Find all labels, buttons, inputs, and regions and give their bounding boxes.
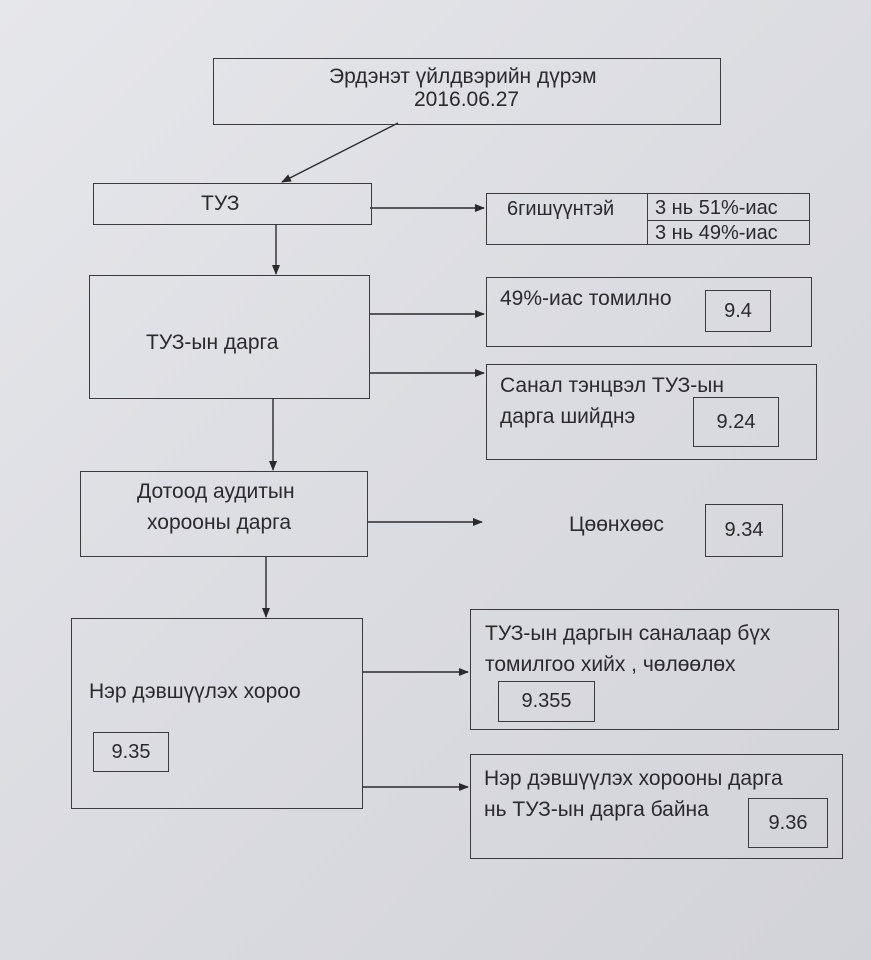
charter-box: Эрдэнэт үйлдвэрийн дүрэм 2016.06.27 (213, 58, 721, 125)
appointments-line1: ТУЗ-ын даргын саналаар бүх (485, 622, 771, 645)
committee-chair-ref: 9.36 (748, 798, 828, 848)
composition-divider-vertical (647, 194, 649, 244)
appointments-line2: томилгоо хийх , чөлөөлөх (485, 653, 736, 676)
board-composition-table: 6гишүүнтэй 3 нь 51%-иас 3 нь 49%-иас (486, 193, 810, 245)
nomination-ref: 9.35 (93, 732, 169, 772)
tievote-box: Санал тэнцвэл ТУЗ-ын дарга шийднэ 9.24 (486, 364, 817, 460)
tievote-ref: 9.24 (693, 397, 779, 447)
board-label: ТУЗ (201, 192, 240, 215)
composition-divider-horizontal (647, 220, 809, 222)
chairman-box: ТУЗ-ын дарга (89, 275, 370, 399)
committee-chair-box: Нэр дэвшүүлэх хорооны дарга нь ТУЗ-ын да… (470, 754, 843, 859)
composition-share-b: 3 нь 49%-иас (655, 222, 778, 244)
audit-source-ref: 9.34 (705, 504, 783, 557)
appointment-text: 49%-иас томилно (500, 287, 672, 310)
arrow-charter-to-board (281, 122, 399, 183)
appointments-ref: 9.355 (498, 681, 595, 722)
committee-chair-line2: нь ТУЗ-ын дарга байна (484, 798, 709, 821)
tievote-line1: Санал тэнцвэл ТУЗ-ын (500, 374, 724, 397)
audit-source-text: Цөөнхөөс (569, 513, 664, 536)
audit-box: Дотоод аудитын хорооны дарга (80, 471, 368, 557)
tievote-line2: дарга шийднэ (500, 405, 636, 428)
charter-date: 2016.06.27 (414, 88, 520, 111)
charter-title: Эрдэнэт үйлдвэрийн дүрэм (329, 65, 597, 88)
composition-share-a: 3 нь 51%-иас (655, 197, 778, 219)
appointment-box: 49%-иас томилно 9.4 (486, 277, 812, 347)
board-box: ТУЗ (93, 183, 372, 225)
chairman-label: ТУЗ-ын дарга (146, 331, 279, 354)
committee-chair-line1: Нэр дэвшүүлэх хорооны дарга (484, 767, 783, 790)
audit-line2: хорооны дарга (147, 511, 291, 534)
composition-members: 6гишүүнтэй (507, 198, 615, 220)
nomination-box: Нэр дэвшүүлэх хороо 9.35 (71, 618, 363, 809)
appointment-ref: 9.4 (705, 290, 771, 332)
audit-line1: Дотоод аудитын (137, 480, 295, 503)
nomination-label: Нэр дэвшүүлэх хороо (89, 680, 301, 703)
appointments-box: ТУЗ-ын даргын саналаар бүх томилгоо хийх… (470, 609, 839, 730)
